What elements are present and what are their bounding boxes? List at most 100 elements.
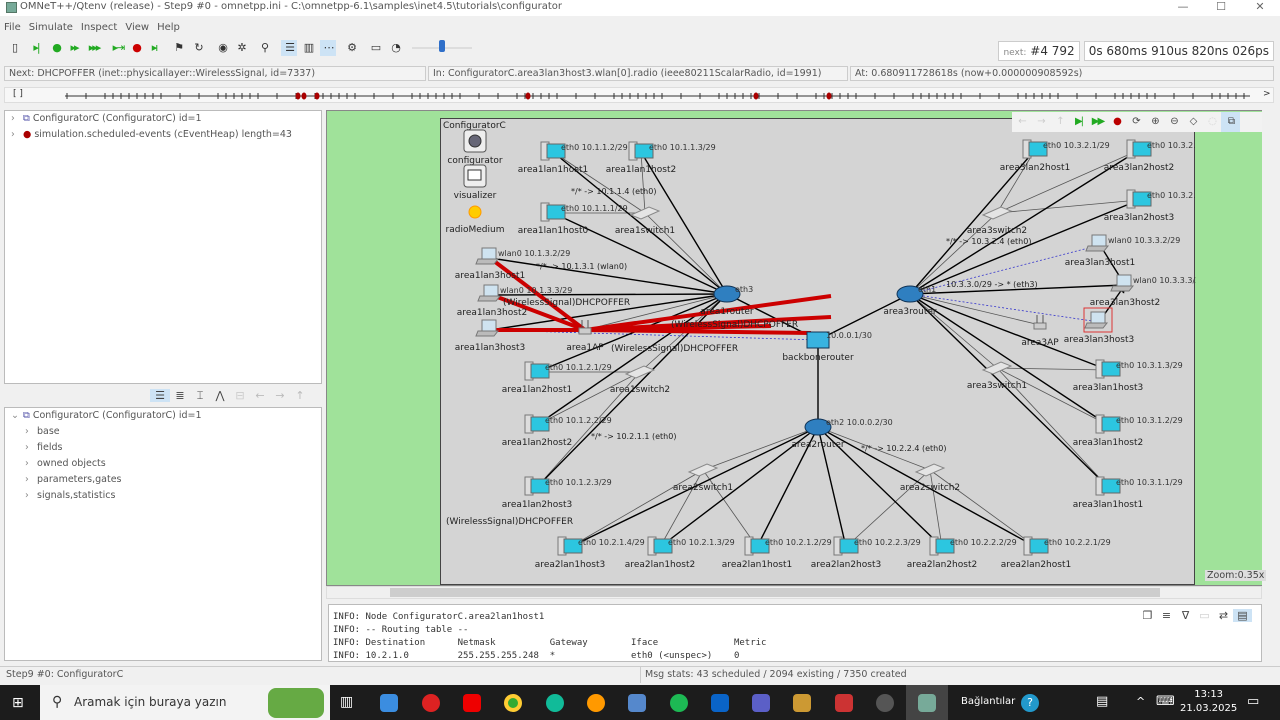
back-icon[interactable]: ← (1018, 116, 1026, 127)
layout-2-icon[interactable]: ▥ (303, 41, 314, 54)
node-area3switch1[interactable]: area3switch1 (967, 361, 1027, 391)
up-icon[interactable]: ↑ (295, 389, 305, 402)
help-icon[interactable]: ? (1021, 694, 1039, 712)
timeline-event-marker[interactable] (301, 92, 307, 100)
youtube-icon[interactable] (463, 694, 481, 712)
chevron-down-icon[interactable]: ⌄ (11, 410, 19, 421)
event-timeline[interactable]: [ ] > (4, 87, 1274, 103)
message-mode-icon[interactable]: ⇄ (1218, 609, 1229, 622)
inspector-group[interactable]: ›parameters,gates (25, 472, 122, 488)
node-area1switch2[interactable]: area1switch2 (610, 365, 670, 395)
zoom-in-icon[interactable]: ⊕ (1151, 116, 1159, 127)
node-area3AP[interactable]: area3AP (1021, 315, 1059, 348)
speed-slider-thumb[interactable] (439, 40, 445, 52)
flat-mode-icon[interactable]: ≣ (175, 389, 185, 402)
zoom-out-icon[interactable]: ⊖ (1170, 116, 1178, 127)
chevron-right-icon[interactable]: › (25, 474, 29, 485)
edge-icon[interactable] (546, 694, 564, 712)
settings-icon[interactable]: ⚙ (347, 41, 357, 54)
record-icon[interactable]: ◉ (218, 41, 228, 54)
minimize-button[interactable]: — (1177, 0, 1189, 13)
copy-icon[interactable]: ❐ (1142, 609, 1153, 622)
group-icon[interactable]: ⌶ (196, 389, 204, 402)
node-area2switch1[interactable]: area2switch1 (673, 463, 733, 493)
notepad-icon[interactable] (835, 694, 853, 712)
news-icon[interactable]: ▤ (1096, 694, 1109, 709)
fast-module-icon[interactable]: ▶▶ (1091, 116, 1105, 127)
inspector-group[interactable]: ›fields (25, 440, 62, 456)
node-visualizer[interactable]: visualizer (454, 164, 497, 201)
layout-3-icon[interactable]: ⋯ (320, 40, 336, 56)
chrome-icon[interactable] (504, 694, 522, 712)
chevron-right-icon[interactable]: › (11, 113, 15, 124)
log-panel[interactable]: INFO: Node ConfiguratorC.area2lan1host1 … (328, 604, 1262, 662)
windows-start-icon[interactable]: ⊞ (12, 695, 24, 711)
node-area3lan3host3[interactable]: area3lan3host3 (1064, 307, 1134, 345)
refresh-icon[interactable]: ↻ (194, 41, 203, 54)
forward-icon[interactable]: → (1037, 116, 1045, 127)
close-button[interactable]: ✕ (1255, 0, 1265, 13)
rebuild-icon[interactable]: ▸ı (151, 41, 159, 54)
menu-simulate[interactable]: Simulate (28, 22, 73, 33)
chevron-right-icon[interactable]: › (25, 458, 29, 469)
stop-icon[interactable]: ● (132, 41, 142, 54)
menu-file[interactable]: File (4, 22, 21, 33)
debug-icon[interactable]: ✲ (237, 41, 246, 54)
inspector-root[interactable]: ⌄⧉ ConfiguratorC (ConfiguratorC) id=1 (11, 408, 202, 424)
maximize-button[interactable]: ☐ (1216, 0, 1226, 13)
chevron-right-icon[interactable]: › (11, 129, 15, 140)
network-canvas[interactable]: */* -> 10.1.3.1 (wlan0)*/* -> 10.1.1.4 (… (326, 110, 1274, 586)
save-icon[interactable]: ▭ (1199, 609, 1210, 622)
3d-icon[interactable]: ◌ (1208, 116, 1217, 127)
node-configurator[interactable]: configurator (447, 129, 503, 166)
menu-help[interactable]: Help (157, 22, 180, 33)
game-icon[interactable] (793, 694, 811, 712)
find-icon[interactable]: ⚲ (260, 41, 269, 54)
links-toolbar[interactable]: Bağlantılar (961, 696, 1016, 707)
fast-icon[interactable]: ▸▸ (70, 41, 79, 54)
chevron-up-icon[interactable]: ^ (1136, 695, 1146, 708)
log-mode-icon[interactable]: ▤ (1233, 609, 1252, 622)
inheritance-icon[interactable]: ⋀ (215, 389, 225, 402)
timeline-event-marker[interactable] (525, 92, 531, 100)
copilot-icon[interactable] (380, 694, 398, 712)
node-area1lan3host3[interactable]: area1lan3host3 (455, 319, 525, 353)
inspector-group[interactable]: ›base (25, 424, 60, 440)
obs-icon[interactable] (876, 694, 894, 712)
speed-icon[interactable]: ◔ (391, 41, 401, 54)
timeline-arrow[interactable]: > (1263, 89, 1271, 99)
step-icon[interactable]: ▸| (33, 41, 40, 54)
find-icon[interactable]: ≡ (1161, 609, 1172, 622)
inspector-group[interactable]: ›owned objects (25, 456, 106, 472)
back-icon[interactable]: ← (255, 389, 265, 402)
node-area1AP[interactable]: area1AP (566, 320, 604, 353)
menu-inspect[interactable]: Inspect (80, 22, 118, 33)
outlook-icon[interactable] (711, 694, 729, 712)
timeline-event-marker[interactable] (314, 92, 320, 100)
tree-item-scheduled-events[interactable]: ›● simulation.scheduled-events (cEventHe… (11, 127, 292, 143)
menu-view[interactable]: View (125, 22, 150, 33)
new-icon[interactable]: ▯ (11, 41, 18, 54)
spotify-icon[interactable] (670, 694, 688, 712)
relayout-icon[interactable]: ⟳ (1132, 116, 1140, 127)
module-view-icon[interactable]: ⧉ (1221, 112, 1240, 132)
inspector-group[interactable]: ›signals,statistics (25, 488, 115, 504)
children-mode-icon[interactable]: ☰ (150, 389, 170, 402)
layout-1-icon[interactable]: ☰ (281, 40, 297, 56)
omnetpp-taskbar-button[interactable] (906, 685, 948, 720)
